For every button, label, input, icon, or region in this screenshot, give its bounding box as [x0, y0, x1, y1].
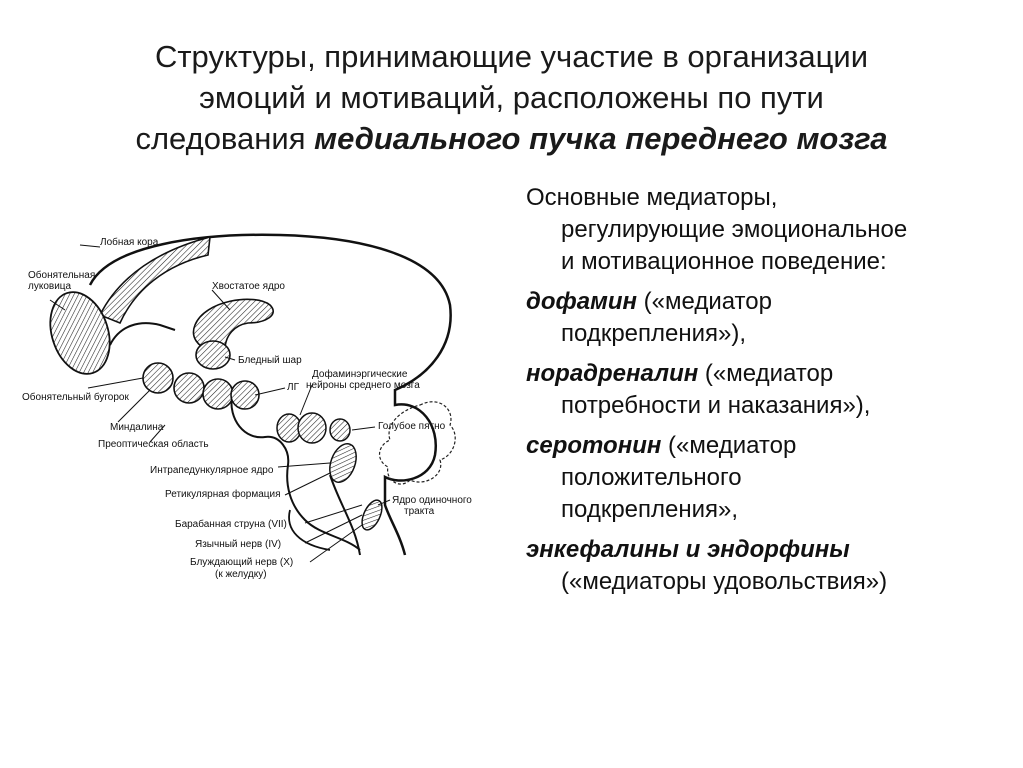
brainstem-front-outline — [329, 474, 361, 556]
label-vagus-2: (к желудку) — [215, 569, 267, 580]
bundle-node-6 — [297, 412, 327, 444]
label-dopamine-1: Дофаминэргические — [312, 368, 408, 380]
solitary-nucleus — [361, 499, 383, 531]
serotonin-desc-1: («медиатор — [661, 432, 797, 459]
serotonin-desc-2: положительного — [561, 464, 742, 491]
bundle-node-7 — [329, 418, 351, 442]
label-globus-pallidus: Бледный шар — [238, 355, 302, 366]
brain-outline — [88, 233, 452, 556]
noradrenaline-name: норадреналин — [526, 360, 699, 387]
mediator-enkephalins: энкефалины и эндорфины («медиаторы удово… — [526, 534, 1006, 598]
dopamine-desc-2: подкрепления»), — [561, 320, 747, 347]
label-olfactory-tubercle: Обонятельный бугорок — [22, 391, 129, 403]
title-line-2: эмоций и мотиваций, расположены по пути — [199, 80, 824, 115]
enkephalins-name: энкефалины и эндорфины — [526, 536, 850, 563]
title-line-1: Структуры, принимающие участие в организ… — [154, 39, 869, 74]
noradrenaline-line-1: норадреналин («медиатор — [526, 358, 1006, 390]
frontal-cortex — [98, 235, 211, 325]
enkephalins-line-1: энкефалины и эндорфины — [526, 534, 1006, 566]
noradrenaline-desc-1: («медиатор — [698, 360, 834, 387]
dopamine-name: дофамин — [526, 288, 637, 315]
label-frontal-cortex: Лобная кора — [100, 236, 159, 248]
label-amygdala: Миндалина — [110, 422, 164, 433]
enkephalins-desc: («медиаторы удовольствия») — [561, 568, 888, 595]
inner-contour — [109, 322, 176, 346]
serotonin-line-1: серотонин («медиатор — [526, 430, 1006, 462]
label-chorda: Барабанная струна (VII) — [175, 518, 287, 530]
label-interpeduncular: Интрапедункулярное ядро — [150, 465, 274, 476]
title-line-3-plain: следования — [135, 121, 315, 156]
title-line-3-bold: медиального пучка переднего мозга — [314, 121, 888, 156]
mediator-noradrenaline: норадреналин («медиатор потребности и на… — [526, 358, 1006, 422]
bundle-node-4 — [230, 380, 260, 410]
label-lingual: Язычный нерв (IV) — [195, 539, 281, 550]
hypothalamus-contour — [230, 394, 361, 551]
cerebellum — [379, 401, 456, 485]
mediators-list: Основные медиаторы, регулирующие эмоцион… — [526, 182, 1006, 606]
brain-diagram: Лобная кора Обонятельная луковица Хвоста… — [22, 233, 472, 580]
label-olfactory-bulb-2: луковица — [28, 281, 72, 292]
intro-line-1: Основные медиаторы, — [526, 184, 778, 211]
label-solitary-1: Ядро одиночного — [392, 495, 472, 506]
bundle-node-3 — [202, 378, 234, 410]
dopamine-desc-1: («медиатор — [637, 288, 772, 315]
dopamine-line-1: дофамин («медиатор — [526, 286, 1006, 318]
label-locus-coeruleus: Голубое пятно — [378, 420, 446, 432]
pointer-lines — [49, 244, 391, 563]
label-caudate-nucleus: Хвостатое ядро — [212, 281, 285, 292]
label-preoptic-area: Преоптическая область — [98, 438, 209, 450]
slide-title: Структуры, принимающие участие в организ… — [20, 36, 1003, 159]
serotonin-desc-3: подкрепления», — [561, 496, 739, 523]
label-vagus-1: Блуждающий нерв (X) — [190, 557, 293, 568]
mediators-intro: Основные медиаторы, регулирующие эмоцион… — [526, 182, 1006, 278]
bundle-node-2 — [173, 372, 205, 404]
label-lh: ЛГ — [287, 382, 300, 393]
title-line-3: следования медиального пучка переднего м… — [20, 118, 1003, 159]
olfactory-bulb — [49, 291, 111, 375]
serotonin-name: серотонин — [526, 432, 662, 459]
intro-line-3: и мотивационное поведение: — [561, 248, 887, 275]
globus-pallidus — [195, 340, 231, 370]
label-olfactory-bulb-1: Обонятельная — [28, 269, 95, 281]
noradrenaline-desc-2: потребности и наказания»), — [561, 392, 871, 419]
mediator-serotonin: серотонин («медиатор положительного подк… — [526, 430, 1006, 526]
label-solitary-2: тракта — [404, 506, 435, 517]
label-reticular: Ретикулярная формация — [165, 488, 281, 500]
brainstem-lower-contour — [288, 509, 331, 551]
label-dopamine-2: нейроны среднего мозга — [306, 380, 420, 391]
mediator-dopamine: дофамин («медиатор подкрепления»), — [526, 286, 1006, 350]
bundle-node-1 — [142, 362, 174, 394]
intro-line-2: регулирующие эмоциональное — [561, 216, 908, 243]
raphe-region — [329, 443, 357, 483]
